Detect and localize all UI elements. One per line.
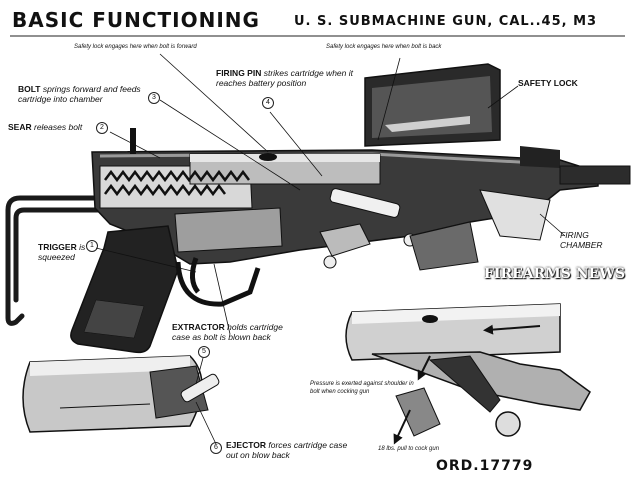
safety-lock-label: SAFETY LOCK	[518, 78, 578, 88]
sear-label: SEAR releases bolt	[8, 122, 83, 132]
wire-stock	[5, 195, 103, 326]
extractor-label: EXTRACTOR holds cartridge case as bolt i…	[172, 322, 283, 342]
trigger-guard	[175, 261, 261, 307]
firing-pin-label: FIRING PIN strikes cartridge when it rea…	[216, 68, 353, 88]
ord-number: ORD.17779	[436, 458, 534, 474]
ejector-label: EJECTOR forces cartridge case out on blo…	[226, 440, 348, 460]
safety-back-label: Safety lock engages here when bolt is ba…	[326, 44, 442, 50]
firing-chamber-label: FIRING CHAMBER	[560, 230, 603, 250]
callout-6: 6	[210, 442, 222, 454]
page-title: BASIC FUNCTIONING	[12, 8, 260, 32]
callout-4: 4	[262, 97, 274, 109]
callout-5: 5	[198, 346, 210, 358]
pull-label: 18 lbs. pull to cock gun	[378, 446, 440, 452]
callout-3: 3	[148, 92, 160, 104]
leader-lines	[95, 53, 566, 445]
trigger-label: TRIGGER is squeezed	[38, 242, 86, 262]
callout-2: 2	[96, 122, 108, 134]
bolt-detail	[345, 303, 591, 445]
pressure-label: Pressure is exerted against shoulder in …	[310, 381, 414, 395]
page-subtitle: U. S. SUBMACHINE GUN, CAL..45, M3	[294, 14, 598, 29]
trigger	[190, 257, 201, 294]
receiver	[91, 63, 631, 271]
callout-1: 1	[86, 240, 98, 252]
safety-forward-label: Safety lock engages here when bolt is fo…	[74, 44, 197, 50]
bolt-label: BOLT springs forward and feeds cartridge…	[18, 84, 141, 104]
watermark: FIREARMS NEWS	[484, 266, 626, 282]
ejector-detail	[22, 355, 220, 433]
